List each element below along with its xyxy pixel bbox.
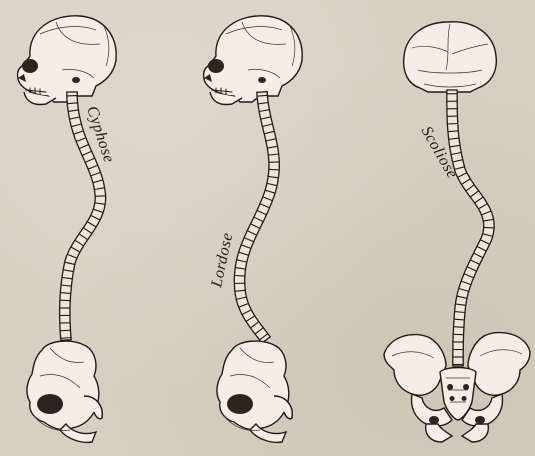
label-lordosis: Lordose bbox=[208, 231, 236, 290]
pelvis-side-view-left bbox=[27, 341, 102, 442]
skull-side-view-center bbox=[204, 16, 303, 105]
vertebra-divider bbox=[60, 300, 70, 301]
pelvis-side-view-center bbox=[217, 341, 292, 442]
spine-scoliosis bbox=[447, 90, 494, 366]
vertebra-divider bbox=[60, 330, 70, 331]
vertebra-divider bbox=[235, 276, 245, 277]
vertebra-divider bbox=[95, 196, 105, 197]
vertebra-divider bbox=[447, 124, 457, 125]
vertebra-divider bbox=[454, 327, 464, 328]
vertebra-divider bbox=[484, 227, 494, 228]
vertebra-divider bbox=[454, 319, 464, 320]
spine-lordosis bbox=[234, 92, 279, 343]
figure-scoliosis bbox=[384, 22, 530, 442]
vertebral-column-outline bbox=[234, 92, 279, 343]
vertebra-divider bbox=[269, 169, 279, 170]
figure-lordosis bbox=[204, 16, 303, 443]
skull-side-view-left bbox=[18, 16, 117, 105]
skull-front-view-right bbox=[404, 22, 497, 92]
figure-kyphosis bbox=[18, 16, 117, 443]
